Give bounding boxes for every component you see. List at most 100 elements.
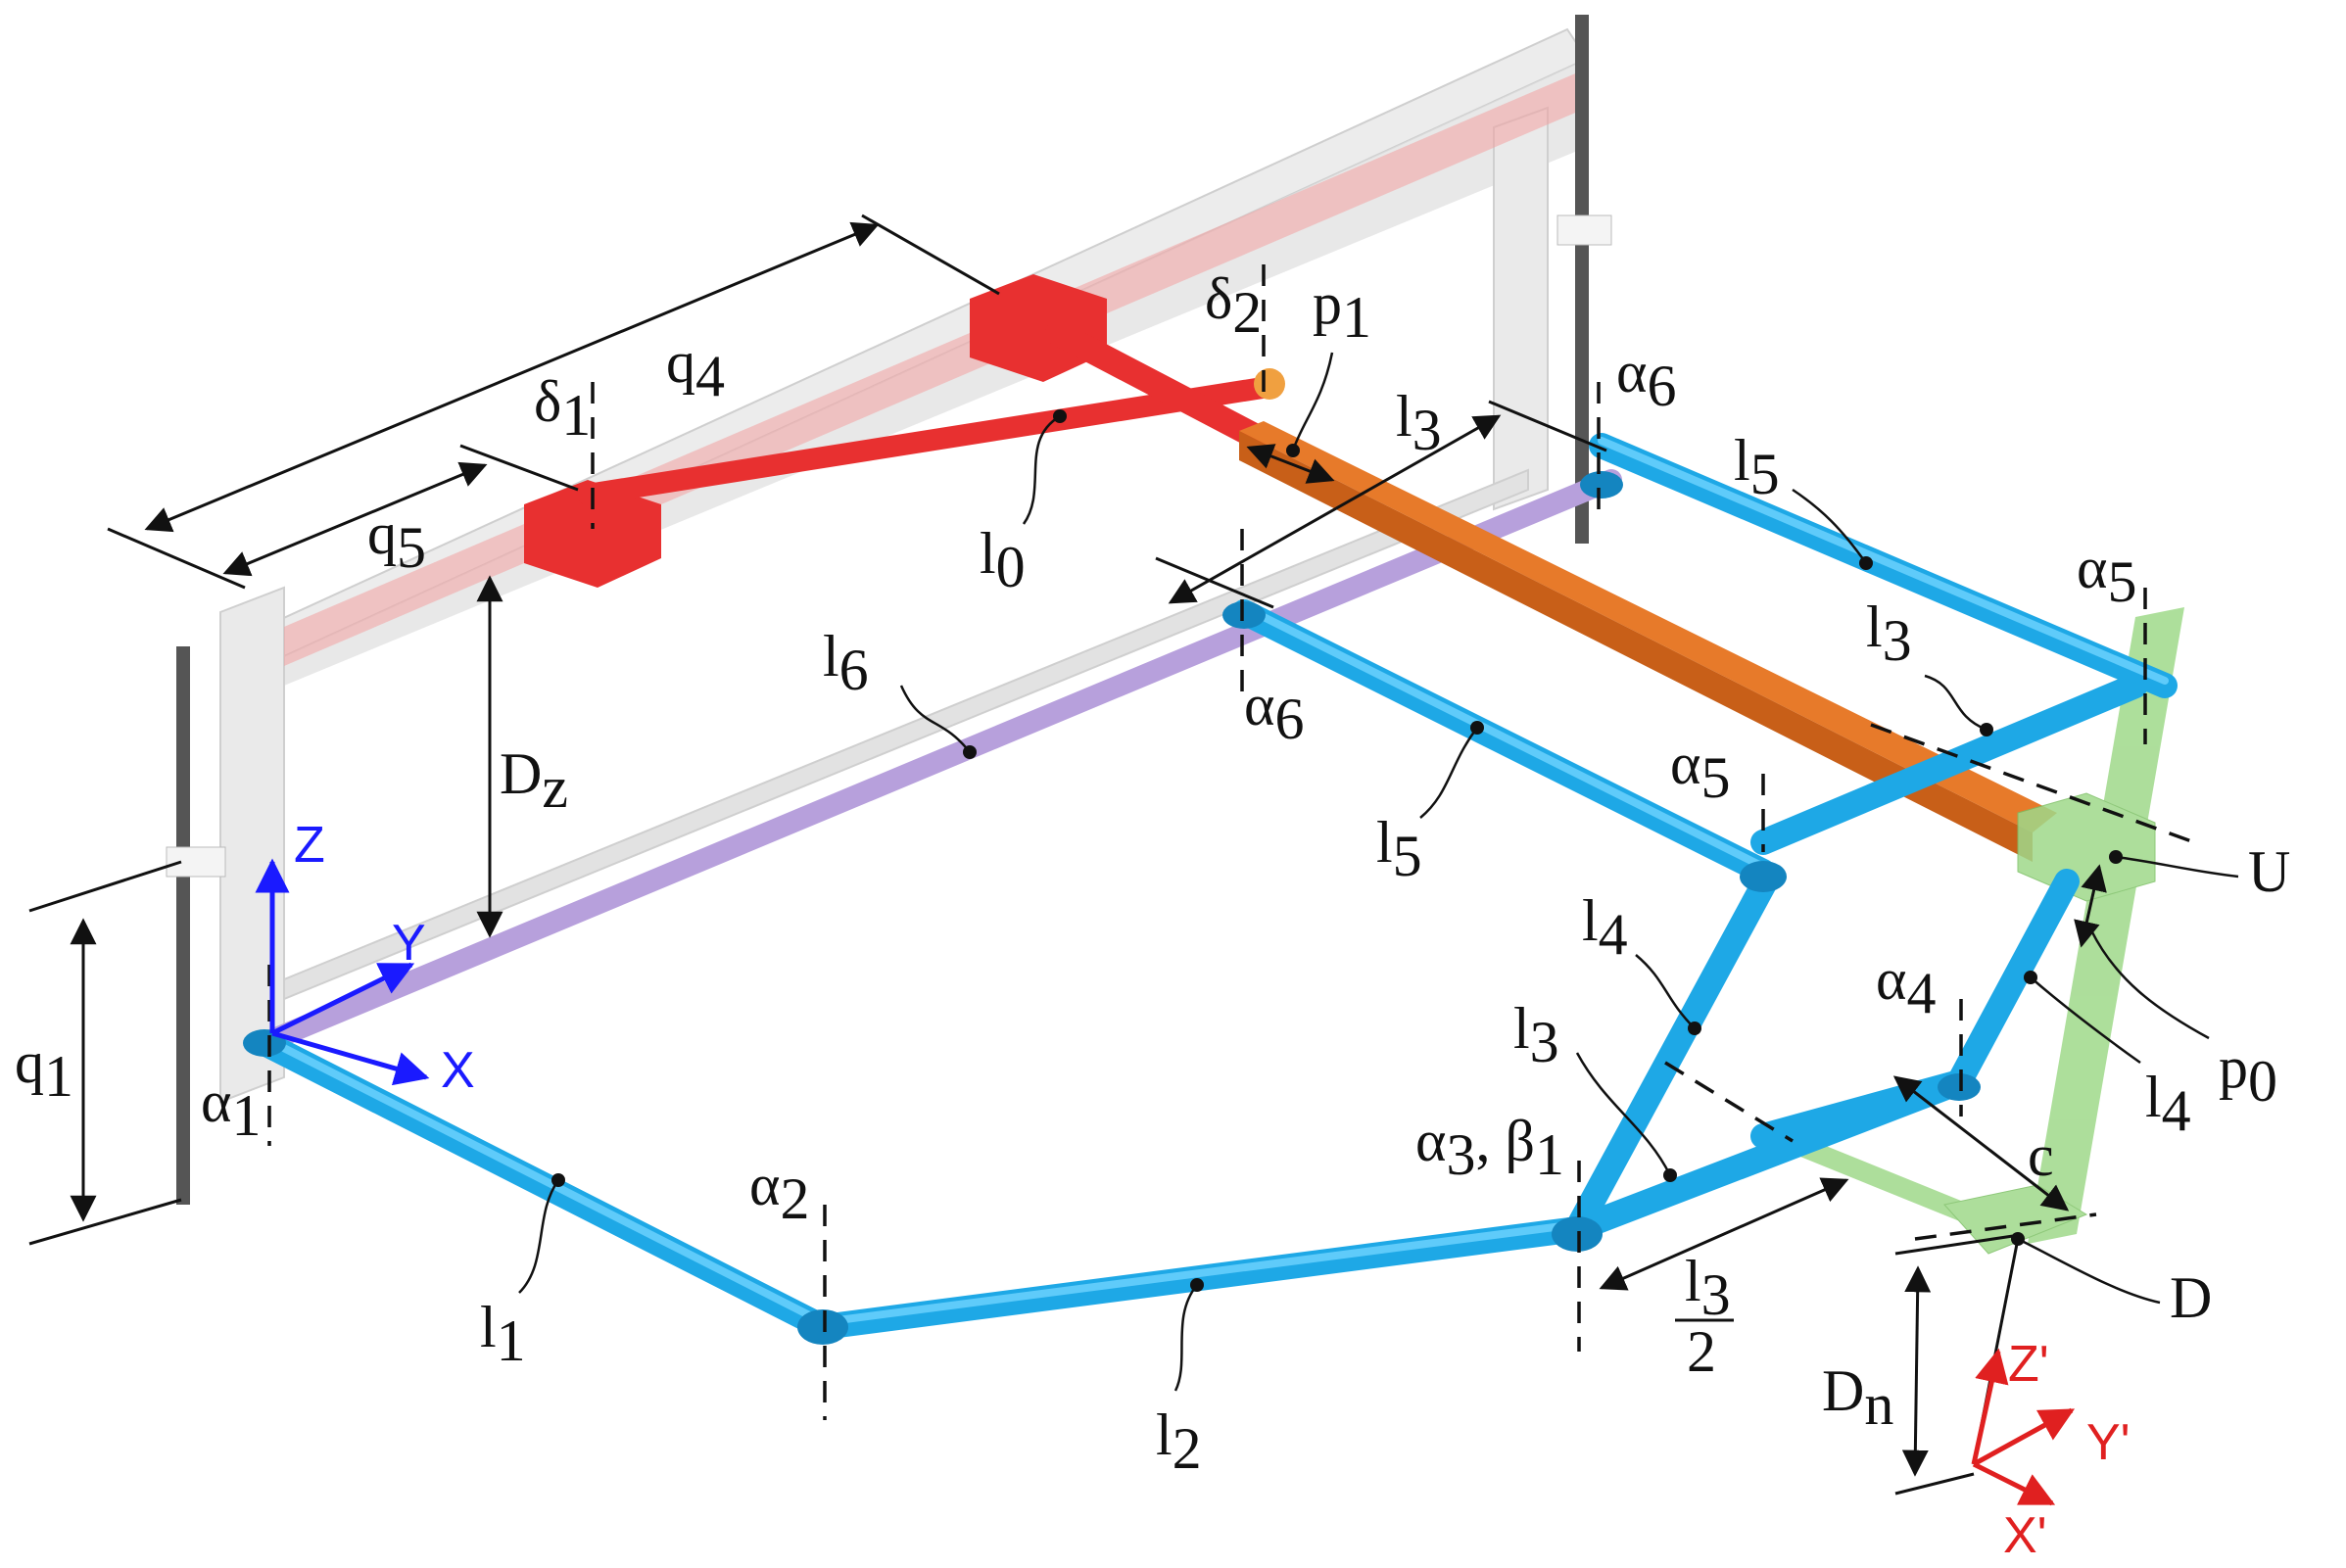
dot-l4-right bbox=[2024, 971, 2037, 984]
label-p1: p1 bbox=[1313, 271, 1371, 350]
link-l3-upper bbox=[1750, 673, 2148, 855]
label-l5-mid: l5 bbox=[1376, 810, 1422, 888]
label-alpha6-top: α6 bbox=[1616, 340, 1676, 418]
dot-l0 bbox=[1053, 409, 1067, 423]
leader-l2 bbox=[1173, 1284, 1198, 1392]
tool-cube bbox=[2017, 792, 2156, 902]
dim-q5-ext bbox=[459, 444, 579, 492]
tool bbox=[1778, 607, 2184, 1255]
label-alpha5-mid: α5 bbox=[1670, 732, 1730, 810]
link-l4-right bbox=[1946, 869, 2080, 1095]
dim-Dn-ext1 bbox=[1894, 1234, 2014, 1256]
leader-l5-mid bbox=[1419, 727, 1478, 819]
link-l4-left bbox=[1564, 864, 1781, 1242]
dim-q1-ext2 bbox=[28, 1198, 182, 1246]
link-l1-highlight bbox=[261, 1034, 827, 1326]
label-Dz: Dz bbox=[500, 741, 568, 820]
dot-l3-mid bbox=[1663, 1168, 1677, 1182]
dim-q5 bbox=[222, 461, 488, 577]
label-delta2: δ2 bbox=[1205, 266, 1262, 345]
tool-y-axis bbox=[1972, 1407, 2076, 1467]
link-l5-top-highlight bbox=[1598, 437, 2169, 685]
right-post-clamp bbox=[1556, 214, 1612, 246]
label-c: c bbox=[2028, 1123, 2054, 1188]
label-D: D bbox=[2170, 1265, 2212, 1330]
tool-z-axis bbox=[1971, 1348, 2009, 1465]
dim-q4-ext2 bbox=[861, 214, 1000, 296]
tool-y-label: Y' bbox=[2086, 1414, 2131, 1471]
label-l3-half-den: 2 bbox=[1687, 1319, 1716, 1384]
label-alpha2: α2 bbox=[749, 1153, 809, 1231]
leaders bbox=[518, 352, 2239, 1392]
base-x-axis bbox=[271, 1030, 430, 1086]
leader-l3-right bbox=[1924, 674, 1987, 732]
dot-U bbox=[2109, 850, 2123, 864]
leader-l4-right bbox=[2030, 976, 2141, 1065]
joint-alpha3 bbox=[1552, 1216, 1603, 1252]
leader-l5-top bbox=[1792, 488, 1868, 564]
label-l1: l1 bbox=[480, 1295, 526, 1373]
dim-p0 bbox=[2074, 864, 2107, 948]
leader-U bbox=[2115, 855, 2239, 879]
tool-frame: Z' Y' X' bbox=[1971, 1238, 2131, 1564]
dot-l6 bbox=[963, 745, 977, 759]
base-y-axis bbox=[270, 962, 415, 1036]
base-y-label: Y bbox=[392, 915, 426, 972]
dim-l3-half bbox=[1599, 1177, 1849, 1291]
label-l3-half-num: l3 bbox=[1685, 1249, 1731, 1327]
leader-D bbox=[2017, 1237, 2161, 1305]
joint-alpha6-mid bbox=[1222, 601, 1266, 629]
label-alpha1: α1 bbox=[201, 1069, 261, 1148]
leader-p1 bbox=[1291, 352, 1334, 451]
label-l3-right: l3 bbox=[1866, 594, 1912, 673]
tool-shaft bbox=[1778, 1131, 1979, 1224]
label-l3-top: l3 bbox=[1396, 384, 1442, 462]
label-l5-top: l5 bbox=[1734, 428, 1780, 506]
axis-prismatic bbox=[1870, 723, 2195, 844]
leader-l0 bbox=[1022, 414, 1061, 525]
joint-alpha6-top bbox=[1580, 471, 1623, 499]
joint-alpha4 bbox=[1938, 1073, 1981, 1101]
label-Dn: Dn bbox=[1822, 1358, 1893, 1437]
label-q5: q5 bbox=[367, 501, 426, 580]
slider-arm bbox=[524, 274, 1285, 588]
joint-delta2 bbox=[1254, 368, 1285, 400]
dot-l3-right bbox=[1980, 723, 1993, 736]
link-l2 bbox=[810, 1216, 1590, 1340]
link-l5-top bbox=[1589, 433, 2178, 698]
dot-l5-mid bbox=[1470, 721, 1484, 735]
label-q4: q4 bbox=[666, 330, 725, 408]
base-x-label: X bbox=[441, 1042, 475, 1099]
joint-alpha5-mid bbox=[1740, 861, 1787, 892]
dim-l3-top-ext2 bbox=[1488, 400, 1607, 452]
frame-right-post bbox=[1493, 106, 1549, 511]
dim-q1-ext1 bbox=[28, 860, 182, 913]
label-l6: l6 bbox=[823, 624, 869, 702]
dimensions bbox=[28, 214, 2107, 1496]
base-z-label: Z bbox=[294, 817, 325, 874]
dot-l2 bbox=[1190, 1278, 1204, 1292]
dim-Dn bbox=[1901, 1265, 1932, 1477]
dim-Dn-ext2 bbox=[1894, 1472, 1975, 1496]
dot-l5-top bbox=[1859, 556, 1873, 570]
tool-x-label: X' bbox=[2003, 1507, 2047, 1564]
label-l3-mid: l3 bbox=[1513, 996, 1559, 1074]
label-l4-left: l4 bbox=[1582, 888, 1628, 967]
left-screw-post bbox=[176, 646, 190, 1205]
link-l2-highlight bbox=[819, 1220, 1581, 1326]
label-U: U bbox=[2248, 839, 2290, 904]
link-l1 bbox=[252, 1030, 836, 1340]
label-q1: q1 bbox=[15, 1030, 73, 1109]
dim-p1 bbox=[1246, 444, 1335, 484]
label-p0: p0 bbox=[2219, 1035, 2277, 1114]
labels: q4 q5 q1 δ1 δ2 p1 l0 l6 Dz α1 α2 l1 l2 α… bbox=[15, 266, 2290, 1481]
leader-l6 bbox=[899, 685, 971, 753]
label-l2: l2 bbox=[1156, 1402, 1202, 1481]
link-l5-mid-highlight bbox=[1240, 603, 1767, 871]
tool-x-axis bbox=[1972, 1461, 2056, 1506]
label-alpha5-top: α5 bbox=[2077, 536, 2136, 614]
axis-l3-mid bbox=[1664, 1061, 1794, 1143]
right-screw-post bbox=[1575, 15, 1589, 544]
label-delta1: δ1 bbox=[534, 369, 591, 448]
label-l0: l0 bbox=[980, 521, 1026, 599]
